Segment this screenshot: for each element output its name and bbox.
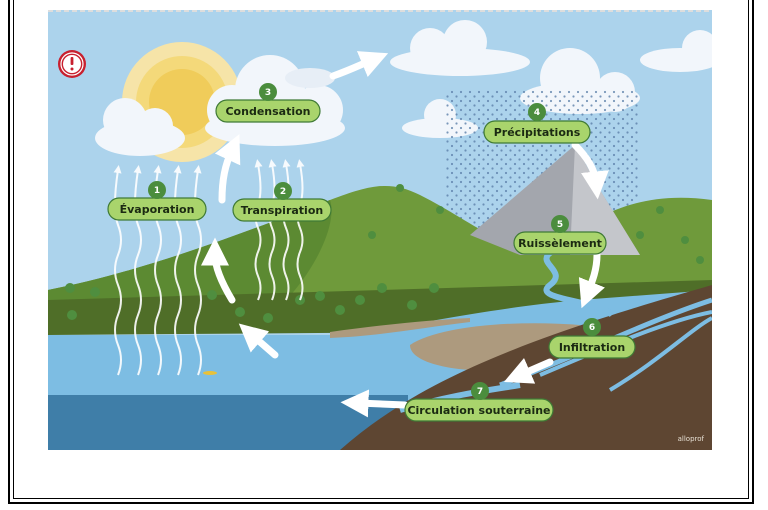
exclamation-circle-icon[interactable] [58, 50, 86, 78]
step-label: Condensation [225, 105, 310, 118]
step-number: 5 [557, 220, 563, 230]
step-transpiration: 2 Transpiration [232, 182, 332, 222]
step-number: 6 [589, 323, 595, 333]
trees [65, 184, 704, 323]
page-border-outer [8, 0, 754, 504]
step-label: Ruissèlement [518, 237, 602, 250]
step-evaporation: 1 Évaporation [107, 181, 207, 221]
canoe [203, 371, 217, 375]
step-number: 3 [265, 88, 271, 98]
step-number: 4 [534, 108, 540, 118]
watermark: alloprof [678, 435, 705, 443]
step-label: Circulation souterraine [407, 404, 550, 417]
step-label: Évaporation [120, 203, 195, 216]
step-number: 2 [280, 187, 286, 197]
step-ruissellement: 5 Ruissèlement [513, 215, 607, 255]
step-label: Transpiration [241, 204, 323, 217]
step-circulation-souterraine: 7 Circulation souterraine [404, 382, 554, 422]
step-infiltration: 6 Infiltration [548, 318, 636, 359]
cycle-arrows [201, 51, 609, 418]
step-number: 7 [477, 387, 483, 397]
step-precipitations: 4 Précipitations [483, 103, 591, 144]
step-label: Précipitations [494, 126, 581, 139]
step-label: Infiltration [559, 341, 625, 354]
page-border-inner [13, 0, 749, 499]
step-number: 1 [154, 186, 160, 196]
sand [410, 323, 580, 370]
step-condensation: 3 Condensation [215, 83, 321, 123]
